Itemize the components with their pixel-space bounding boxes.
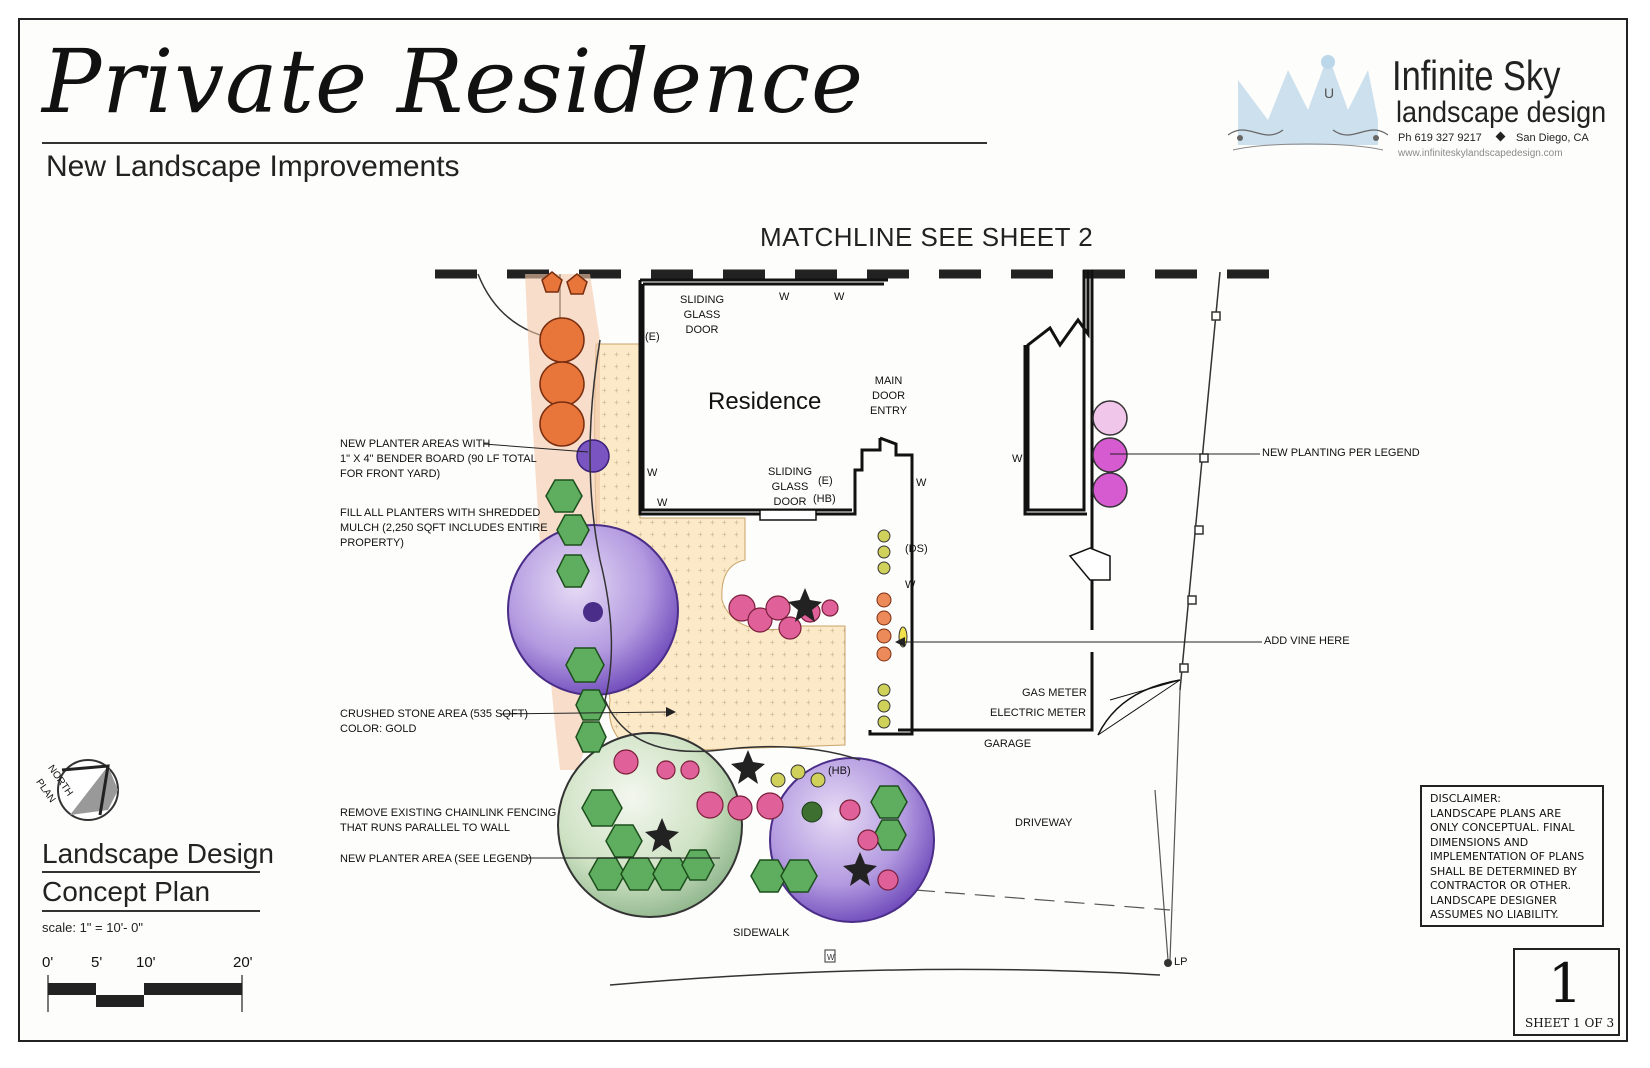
hose-bib-marker: (HB) — [813, 493, 836, 505]
residence-label: Residence — [708, 388, 822, 415]
titleblock-rule — [42, 871, 260, 873]
svg-text:W: W — [827, 953, 835, 962]
page-subtitle: New Landscape Improvements — [46, 150, 460, 183]
title-rule — [42, 142, 987, 144]
magenta-shrubs — [1092, 400, 1128, 508]
callout-add-vine: ADD VINE HERE — [1264, 635, 1350, 647]
callout-mulch: FILL ALL PLANTERS WITH SHREDDED MULCH (2… — [340, 507, 548, 549]
disclaimer-box: DISCLAIMER: LANDSCAPE PLANS ARE ONLY CON… — [1420, 785, 1604, 927]
leader-lines — [483, 443, 1262, 859]
water-marker-7: W — [1012, 453, 1023, 465]
titleblock-rule-2 — [42, 910, 260, 912]
pink-shrubs — [613, 594, 899, 891]
callout-remove-fence: REMOVE EXISTING CHAINLINK FENCING THAT R… — [340, 807, 557, 834]
water-marker-5: W — [916, 477, 927, 489]
sheet-number-box — [1513, 948, 1620, 1036]
callout-planter-bender: NEW PLANTER AREAS WITH 1" X 4" BENDER BO… — [340, 438, 537, 480]
small-plants — [770, 529, 891, 788]
matchline-label: MATCHLINE SEE SHEET 2 — [760, 222, 1094, 252]
page-title: Private Residence — [42, 30, 865, 133]
water-marker-2: W — [834, 291, 845, 303]
sliding-glass-door-label-2: SLIDING GLASS DOOR — [768, 466, 813, 508]
logo-name: Infinite Sky — [1392, 52, 1561, 99]
sidewalk-label: SIDEWALK — [733, 927, 790, 939]
downspout-marker: (DS) — [905, 543, 928, 555]
driveway-label: DRIVEWAY — [1015, 817, 1073, 829]
hose-bib-marker-2: (HB) — [828, 765, 851, 777]
garage-label: GARAGE — [984, 738, 1032, 750]
water-marker-6: W — [905, 579, 916, 591]
water-marker-3: W — [647, 467, 658, 479]
scale-text: scale: 1" = 10'- 0" — [42, 920, 143, 935]
garage-outline — [898, 270, 1094, 732]
svg-text:U: U — [1324, 85, 1334, 101]
green-shrubs — [545, 479, 908, 893]
residence-outline — [638, 278, 914, 736]
main-door-entry-label: MAIN DOOR ENTRY — [870, 375, 908, 417]
water-marker-4: W — [657, 497, 668, 509]
scalebar-label-10: 10' — [136, 954, 156, 971]
titleblock-line2: Concept Plan — [42, 876, 211, 907]
electric-meter-label: ELECTRIC METER — [990, 707, 1086, 719]
sheet-of-label: SHEET 1 OF 3 — [1525, 1016, 1615, 1030]
orange-shrubs — [539, 271, 588, 447]
fence-line — [1179, 271, 1221, 691]
callout-new-planter: NEW PLANTER AREA (SEE LEGEND) — [340, 853, 532, 865]
logo-city: San Diego, CA — [1516, 132, 1589, 144]
logo-url: www.infiniteskylandscapedesign.com — [1398, 148, 1563, 159]
light-pole-label: LP — [1174, 956, 1188, 968]
north-arrow-icon — [57, 759, 119, 821]
scale-bar — [47, 975, 243, 1012]
scalebar-label-5: 5' — [91, 954, 103, 971]
logo-tagline: landscape design — [1396, 96, 1607, 129]
sheet-number: 1 — [1548, 952, 1583, 1015]
orange-entry-plants — [876, 592, 892, 662]
existing-marker: (E) — [645, 331, 660, 343]
star-plants — [645, 588, 877, 886]
sliding-glass-door-label: SLIDING GLASS DOOR — [680, 294, 725, 336]
crown-logo-icon: U — [1228, 55, 1388, 151]
logo-phone: Ph 619 327 9217 — [1398, 132, 1482, 144]
titleblock-line1: Landscape Design — [42, 838, 274, 869]
scalebar-label-20: 20' — [233, 954, 253, 971]
callout-crushed-stone: CRUSHED STONE AREA (535 SQFT) COLOR: GOL… — [340, 708, 529, 735]
existing-marker-2: (E) — [818, 475, 833, 487]
disclaimer-text: DISCLAIMER: LANDSCAPE PLANS ARE ONLY CON… — [1430, 792, 1585, 921]
callout-new-planting: NEW PLANTING PER LEGEND — [1262, 447, 1420, 459]
gas-meter-label: GAS METER — [1022, 687, 1087, 699]
water-marker: W — [779, 291, 790, 303]
scalebar-label-0: 0' — [42, 954, 54, 971]
